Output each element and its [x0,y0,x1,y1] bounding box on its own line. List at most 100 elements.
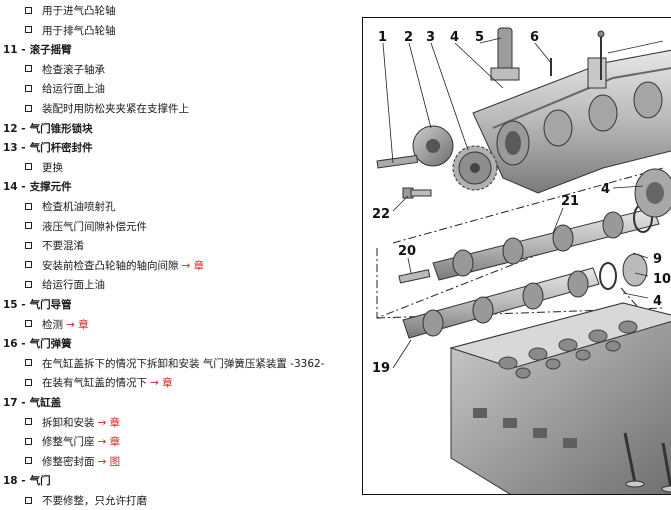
list-item-text: 装配时用防松夹夹紧在支撑件上 [42,103,189,115]
list-item-text: 检测 [42,318,63,331]
section-number: 16 - [3,338,26,351]
section-heading: 14 -支撑元件 [3,178,72,196]
chapter-link[interactable]: → 章 [97,436,121,449]
list-item-text: 用于进气凸轮轴 [42,5,116,17]
chapter-link[interactable]: → 图 [97,455,121,468]
list-item-text: 检查滚子轴承 [42,63,105,76]
leader-lines [382,37,664,369]
list-item: 液压气门间隙补偿元件 [25,218,147,236]
camshaft-19 [402,253,648,339]
bullet-square-icon [25,241,32,249]
list-item: 安装前检查凸轮轴的轴向间隙→ 章 [25,257,204,275]
bolts [376,154,432,199]
bullet-square-icon [25,163,32,171]
section-number: 13 - [3,142,26,155]
chapter-link[interactable]: → 章 [181,259,205,272]
list-item: 更换 [25,159,63,177]
valves [623,432,671,493]
list-item: 用于进气凸轮轴 [25,2,116,20]
bullet-square-icon [25,496,32,504]
list-item: 用于排气凸轮轴 [25,22,116,40]
callout-6: 6 [530,30,539,45]
callout-20: 20 [398,244,416,259]
section-title: 气门杆密封件 [29,142,93,155]
camshaft-21 [432,203,660,281]
list-item: 不要混淆 [25,237,84,255]
section-title: 气缸盖 [29,397,62,409]
list-item: 检测→ 章 [25,316,89,334]
bullet-square-icon [25,65,32,73]
bullet-square-icon [25,222,32,230]
list-item: 在气缸盖拆下的情况下拆卸和安装 气门弹簧压紧装置 -3362- [25,355,324,373]
list-item: 拆卸和安装→ 章 [25,414,120,432]
section-number: 15 - [3,299,26,311]
list-item: 修整密封面→ 图 [25,453,120,471]
callout-labels: 1 2 3 4 5 6 4 21 22 20 9 10 4 19 [372,30,671,376]
exploded-view-figure: 1 2 3 4 5 6 4 21 22 20 9 10 4 19 [362,17,671,495]
bullet-square-icon [25,418,32,426]
camshaft-sprockets [412,125,498,191]
section-title: 滚子摇臂 [29,44,72,57]
section-number: 12 - [3,122,26,135]
bullet-square-icon [25,84,32,92]
camshaft-adjuster-valve [490,27,605,81]
list-item-text: 液压气门间隙补偿元件 [42,220,147,233]
chapter-link[interactable]: → 章 [150,377,173,390]
bullet-square-icon [25,104,32,112]
list-item: 在装有气缸盖的情况下→ 章 [25,374,173,392]
section-number: 11 - [3,44,26,57]
callout-1: 1 [378,30,387,45]
callout-4: 4 [450,30,459,45]
list-item-text: 不要混淆 [42,240,84,253]
section-heading: 13 -气门杆密封件 [3,139,93,157]
list-item: 检查机油喷射孔 [25,198,116,216]
section-heading: 12 -气门锥形锁块 [3,120,93,138]
callout-22: 22 [372,207,390,222]
bullet-square-icon [25,320,32,328]
section-heading: 18 -气门 [3,472,51,490]
chapter-link[interactable]: → 章 [66,318,89,331]
bullet-square-icon [25,6,32,14]
cylinder-head [449,302,671,494]
section-title: 气门弹簧 [29,338,72,351]
bullet-square-icon [25,26,32,34]
seals [634,168,671,218]
list-item-text: 在气缸盖拆下的情况下拆卸和安装 气门弹簧压紧装置 -3362- [42,357,325,370]
list-item-text: 拆卸和安装 [42,416,95,429]
list-item-text: 安装前检查凸轮轴的轴向间隙 [42,259,179,272]
bullet-square-icon [25,280,32,288]
list-item-text: 用于排气凸轮轴 [42,24,116,37]
callout-4b: 4 [601,182,610,197]
list-item-text: 给运行面上油 [42,83,105,96]
bullet-square-icon [25,437,32,445]
callout-21: 21 [561,194,579,209]
section-number: 17 - [3,397,26,409]
list-item-text: 修整气门座 [42,436,95,449]
list-item: 修整气门座→ 章 [25,433,120,451]
list-item: 装配时用防松夹夹紧在支撑件上 [25,100,189,118]
bullet-square-icon [25,359,32,367]
callout-9: 9 [653,252,662,267]
list-item: 检查滚子轴承 [25,61,105,79]
callout-19: 19 [372,361,390,376]
section-heading: 11 -滚子摇臂 [3,41,72,59]
callout-3: 3 [426,30,435,45]
list-item-text: 不要修整，只允许打磨 [42,495,147,507]
list-item-text: 修整密封面 [42,455,95,468]
section-title: 气门导管 [29,299,72,311]
callout-4c: 4 [653,294,662,309]
section-title: 气门锥形锁块 [29,122,93,135]
section-heading: 15 -气门导管 [3,296,72,314]
list-item-text: 在装有气缸盖的情况下 [42,377,147,390]
list-item: 给运行面上油 [25,276,105,294]
bullet-square-icon [25,202,32,210]
section-title: 气门 [29,475,51,488]
list-item: 不要修整，只允许打磨 [25,492,147,510]
section-title: 支撑元件 [29,181,72,194]
callout-10: 10 [653,272,671,287]
list-item: 给运行面上油 [25,80,105,98]
list-item-text: 给运行面上油 [42,279,105,292]
bullet-square-icon [25,457,32,465]
chapter-link[interactable]: → 章 [97,416,121,429]
